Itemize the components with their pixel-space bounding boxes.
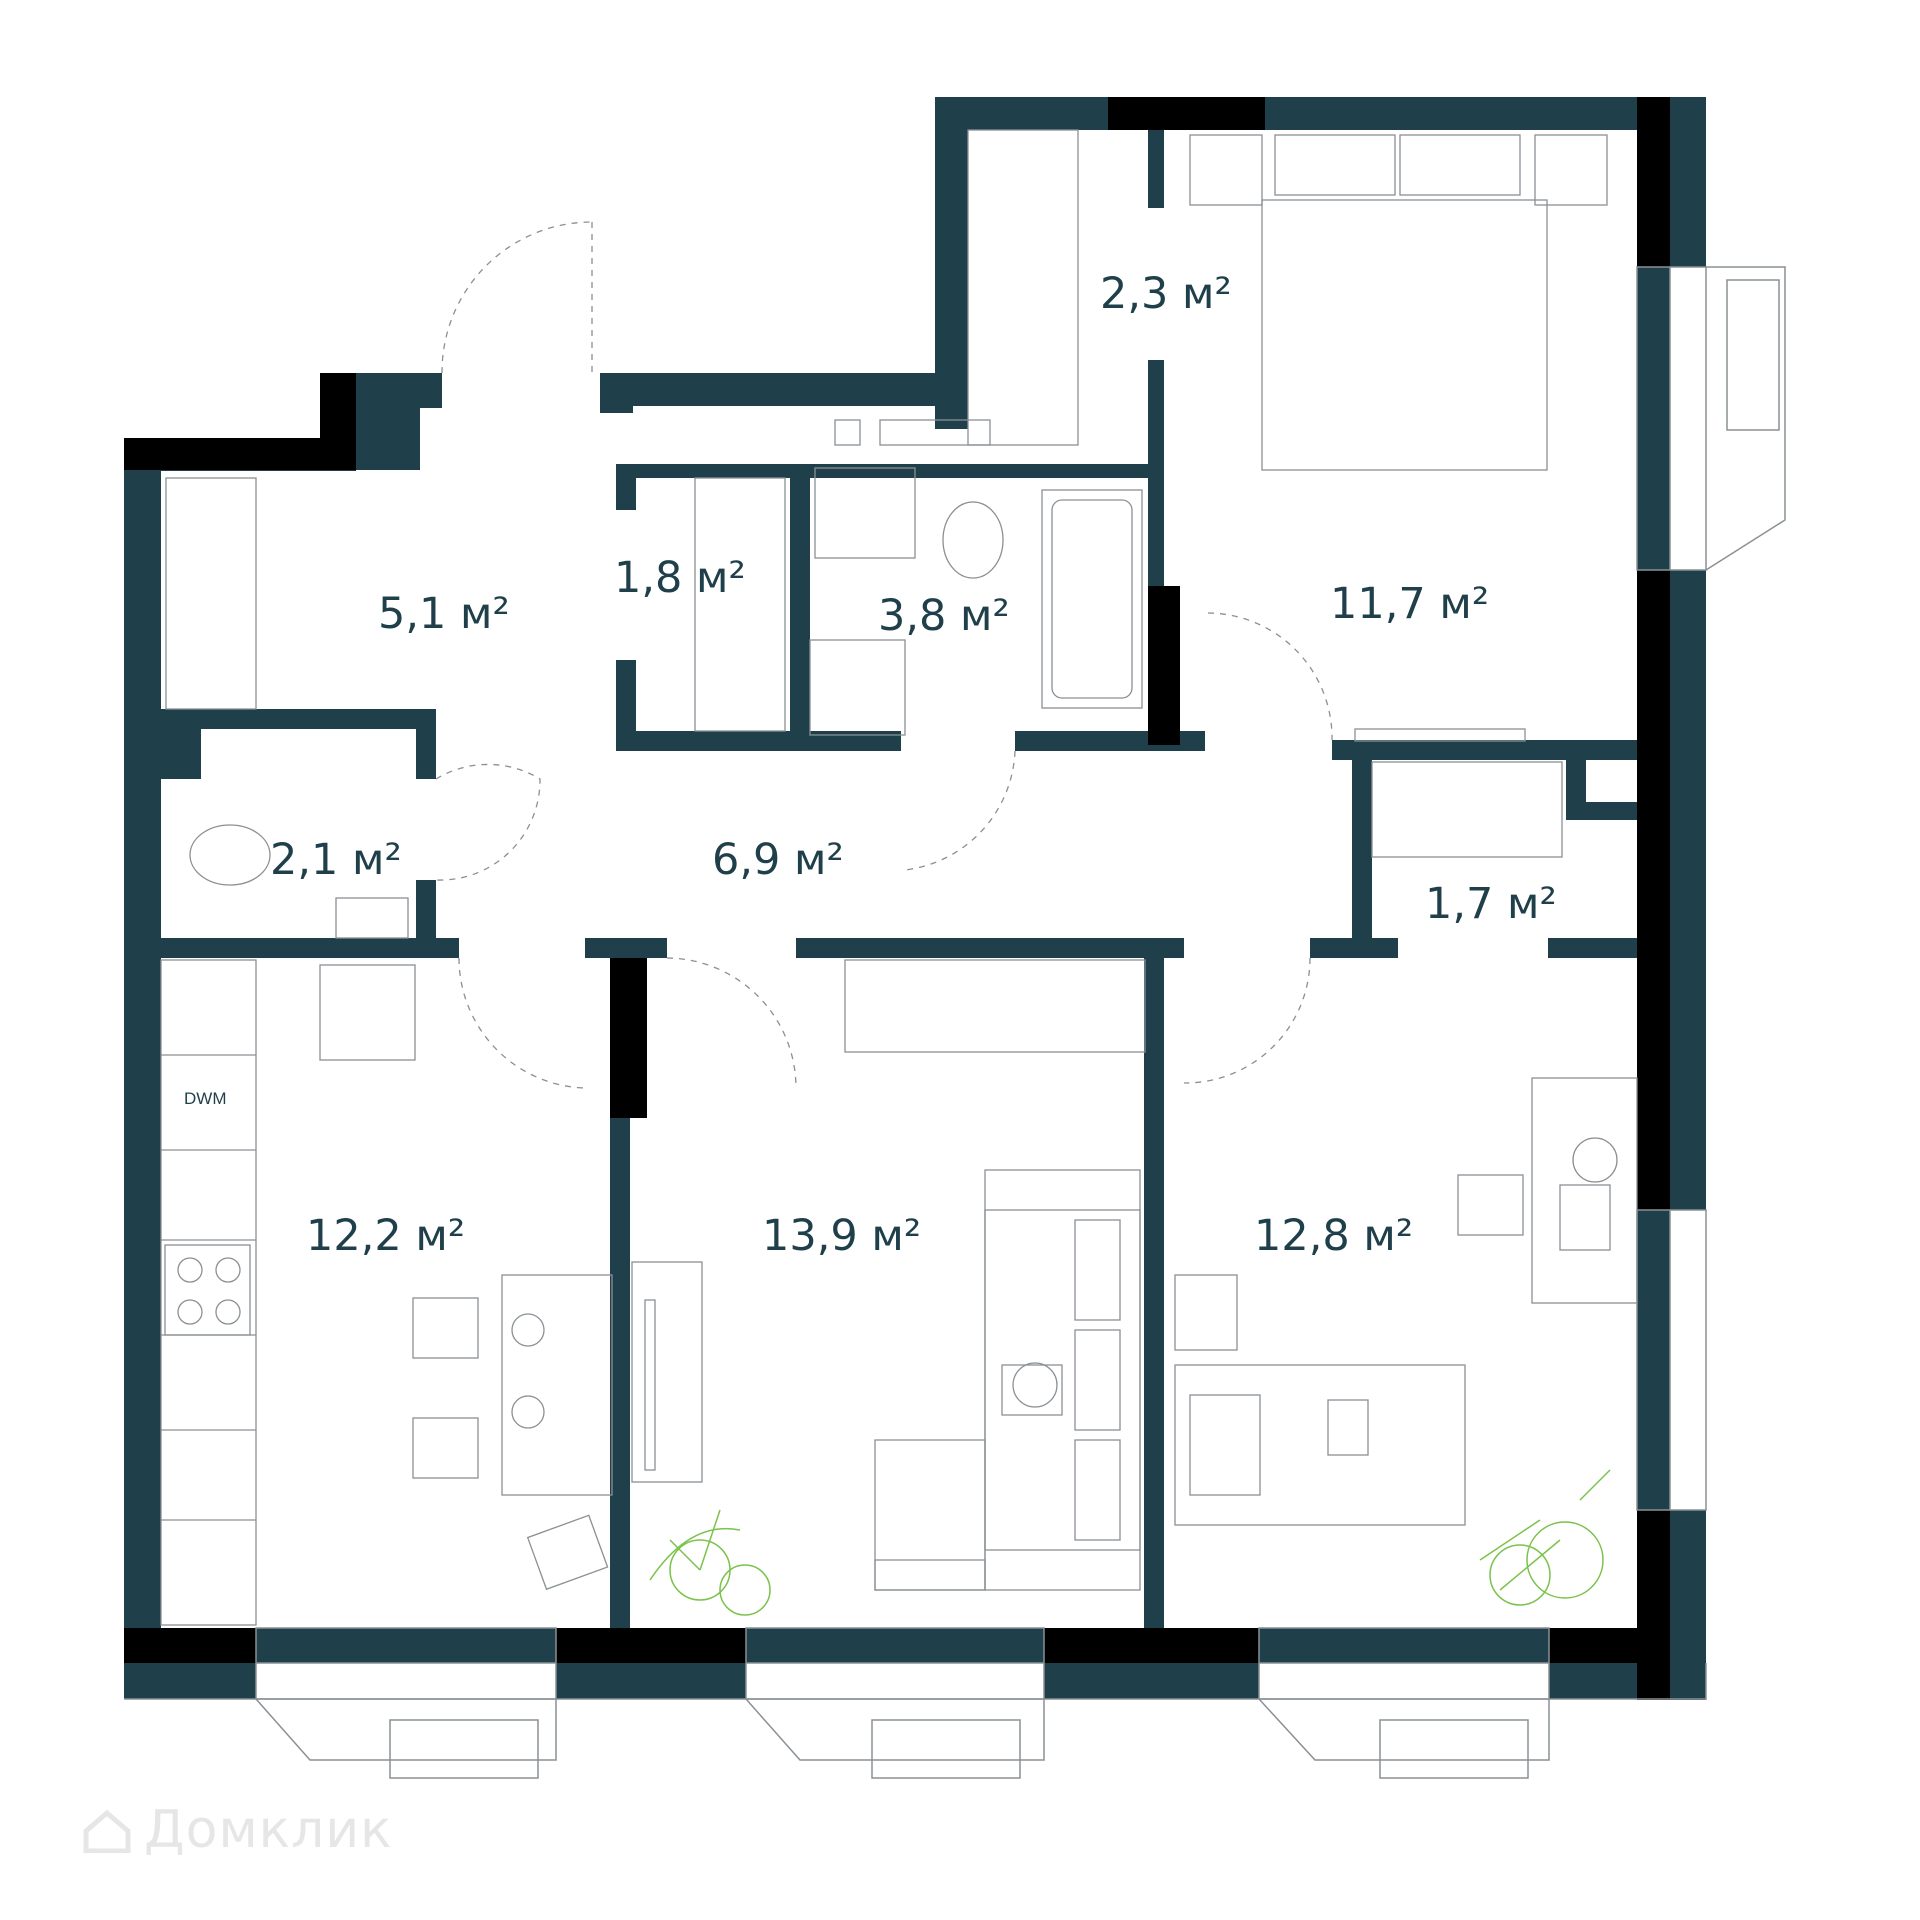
room-area-closet-right: 1,7 м²	[1425, 879, 1557, 929]
house-icon	[83, 1809, 131, 1853]
room-area-kitchen: 12,2 м²	[306, 1211, 465, 1261]
room-area-corridor: 6,9 м²	[712, 835, 844, 885]
room-area-closet-small: 1,8 м²	[614, 553, 746, 603]
windows-and-balconies	[124, 266, 1786, 1779]
furniture	[160, 129, 1638, 1626]
room-area-hall-storage: 5,1 м²	[378, 589, 510, 639]
room-area-bathroom: 3,8 м²	[878, 591, 1010, 641]
room-area-labels: 2,3 м² 5,1 м² 1,8 м² 3,8 м² 11,7 м² 2,1 …	[184, 269, 1557, 1261]
room-area-living-room: 13,9 м²	[762, 1211, 921, 1261]
room-area-toilet: 2,1 м²	[270, 835, 402, 885]
room-area-kids-room: 12,8 м²	[1254, 1211, 1413, 1261]
door-swings	[435, 221, 1333, 1089]
room-area-bedroom: 11,7 м²	[1330, 579, 1489, 629]
watermark: Домклик	[82, 1800, 393, 1860]
watermark-text: Домклик	[144, 1800, 393, 1860]
structural-columns	[124, 97, 1670, 1700]
plant-decorations	[649, 1469, 1611, 1616]
room-area-closet-bedroom: 2,3 м²	[1100, 269, 1232, 319]
dishwasher-label: DWM	[184, 1089, 226, 1108]
